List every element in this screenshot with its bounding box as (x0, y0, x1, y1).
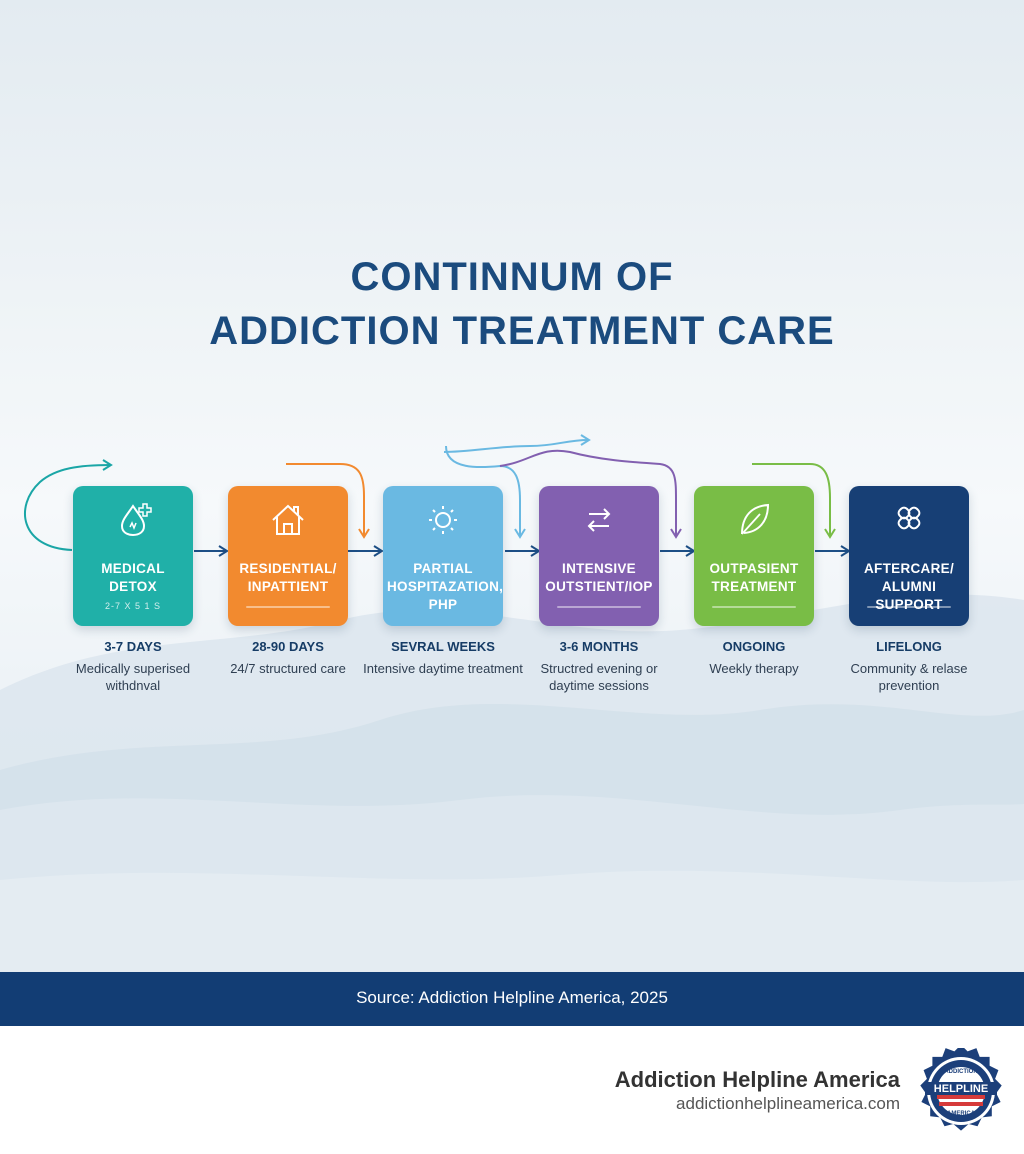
stage-label-line: SUPPORT (875, 597, 943, 612)
stage-description-line: prevention (878, 678, 940, 693)
stage-label-line: OUTPASIENT (709, 561, 799, 576)
swap-arrows-icon (587, 508, 611, 532)
stage-description: Community & relase prevention (824, 660, 994, 694)
stage-label-line: PARTIAL (413, 561, 473, 576)
stage-info-medical-detox: 3-7 DAYS Medically superised withdnval (48, 638, 218, 694)
stage-description-line: Community & relase (850, 661, 968, 676)
stage-description-line: Medically superised (75, 661, 191, 676)
entry-loop-arrow (24, 459, 113, 551)
sun-icon (429, 506, 457, 534)
stage-label: INTENSIVE OUTSTIENT/IOP (543, 560, 655, 596)
stage-divider (557, 606, 641, 608)
page-title: CONTINNUM OF ADDICTION TREATMENT CARE (0, 250, 1024, 358)
stage-info-residential: 28-90 DAYS 24/7 structured care (203, 638, 373, 677)
stage-description: Weekly therapy (669, 660, 839, 677)
stage-card-medical-detox: MEDICAL DETOX 2-7 X 5 1 S (73, 486, 193, 626)
stage-duration: 3-6 MONTHS (559, 639, 639, 654)
stage-label-line: ALUMNI (881, 579, 937, 594)
stage-label: PARTIAL HOSPITAZATION, PHP (387, 560, 504, 614)
stage-label-line: MEDICAL (101, 561, 165, 576)
stage-info-intensive-outpatient: 3-6 MONTHS Structred evening or daytime s… (514, 638, 684, 694)
stage-description: 24/7 structured care (203, 660, 373, 677)
stage-label-line: AFTERCARE/ (864, 561, 954, 576)
mountain-background (0, 594, 1024, 972)
brand-logo-seal: HELPLINE ADDICTION AMERICA (920, 1048, 1002, 1131)
stage-card-outpatient: OUTPASIENT TREATMENT (694, 486, 814, 626)
stage-duration: LIFELONG (876, 639, 942, 654)
stage-info-outpatient: ONGOING Weekly therapy (669, 638, 839, 677)
stage-duration: 3-7 DAYS (104, 639, 162, 654)
stage-description-line: Weekly therapy (709, 661, 799, 676)
orange-step-arrow (286, 463, 370, 539)
green-step-arrow (752, 463, 836, 539)
stage-label: MEDICAL DETOX (77, 560, 189, 596)
stage-duration: 28-90 DAYS (252, 639, 324, 654)
stage-info-partial-hospitalization: SEVRAL WEEKS Intensive daytime treatment (358, 638, 528, 677)
droplet-plus-icon (120, 503, 152, 536)
stage-label: RESIDENTIAL/INPATTIENT (232, 560, 344, 596)
logo-text-mid: HELPLINE (934, 1083, 988, 1095)
house-icon (272, 504, 304, 535)
purple-step-arrow (499, 449, 682, 539)
puzzle-knot-icon (897, 506, 921, 530)
brand-url[interactable]: addictionhelplineamerica.com (676, 1094, 900, 1113)
leaf-icon (741, 503, 770, 535)
stage-label-line: RESIDENTIAL/ (239, 561, 337, 576)
stage-label-line: INPATTIENT (247, 579, 329, 594)
stage-divider (712, 606, 796, 608)
title-line-2: ADDICTION TREATMENT CARE (209, 309, 835, 353)
flow-arrows (24, 434, 851, 557)
stage-description-line: Structred evening or (540, 661, 658, 676)
stage-label-line: PHP (428, 597, 458, 612)
stage-description-line: 24/7 structured care (230, 661, 346, 676)
stage-label: OUTPASIENT TREATMENT (698, 560, 810, 596)
stage-description-line: Intensive daytime treatment (363, 661, 523, 676)
stage-card-intensive-outpatient: INTENSIVE OUTSTIENT/IOP (539, 486, 659, 626)
stage-description: Medically superised withdnval (48, 660, 218, 694)
infographic-canvas: CONTINNUM OF ADDICTION TREATMENT CARE (0, 0, 1024, 972)
stage-card-partial-hospitalization: PARTIAL HOSPITAZATION, PHP (383, 486, 503, 626)
stage-card-residential: RESIDENTIAL/INPATTIENT (228, 486, 348, 626)
stage-label-line: HOSPITAZATION, (387, 579, 504, 594)
logo-text-bottom: AMERICA (947, 1111, 976, 1117)
stage-label-line: DETOX (109, 579, 157, 594)
source-bar: Source: Addiction Helpline America, 2025 (0, 972, 1024, 1026)
stage-label-line: INTENSIVE (562, 561, 636, 576)
stage-sublabel: 2-7 X 5 1 S (104, 601, 162, 611)
stage-label-line: TREATMENT (711, 579, 797, 594)
stage-label-line: OUTSTIENT/IOP (545, 579, 653, 594)
stage-description-line: daytime sessions (549, 678, 649, 693)
logo-text-top: ADDICTION (944, 1069, 977, 1075)
stage-description: Structred evening or daytime sessions (514, 660, 684, 694)
stage-card-aftercare: AFTERCARE/ALUMNI SUPPORT (849, 486, 969, 626)
stage-duration: ONGOING (722, 639, 786, 654)
title-line-1: CONTINNUM OF (350, 255, 674, 299)
stage-divider (246, 606, 330, 608)
footer: Addiction Helpline America addictionhelp… (0, 1026, 1024, 1154)
brand-name: Addiction Helpline America (614, 1067, 900, 1092)
stage-info-aftercare: LIFELONG Community & relase prevention (824, 638, 994, 694)
lightblue-top-arrow (443, 434, 591, 453)
stage-description-line: withdnval (105, 678, 161, 693)
stage-description: Intensive daytime treatment (358, 660, 528, 677)
stage-divider (867, 606, 951, 608)
stage-duration: SEVRAL WEEKS (391, 639, 495, 654)
stage-label: AFTERCARE/ALUMNI SUPPORT (853, 560, 965, 614)
